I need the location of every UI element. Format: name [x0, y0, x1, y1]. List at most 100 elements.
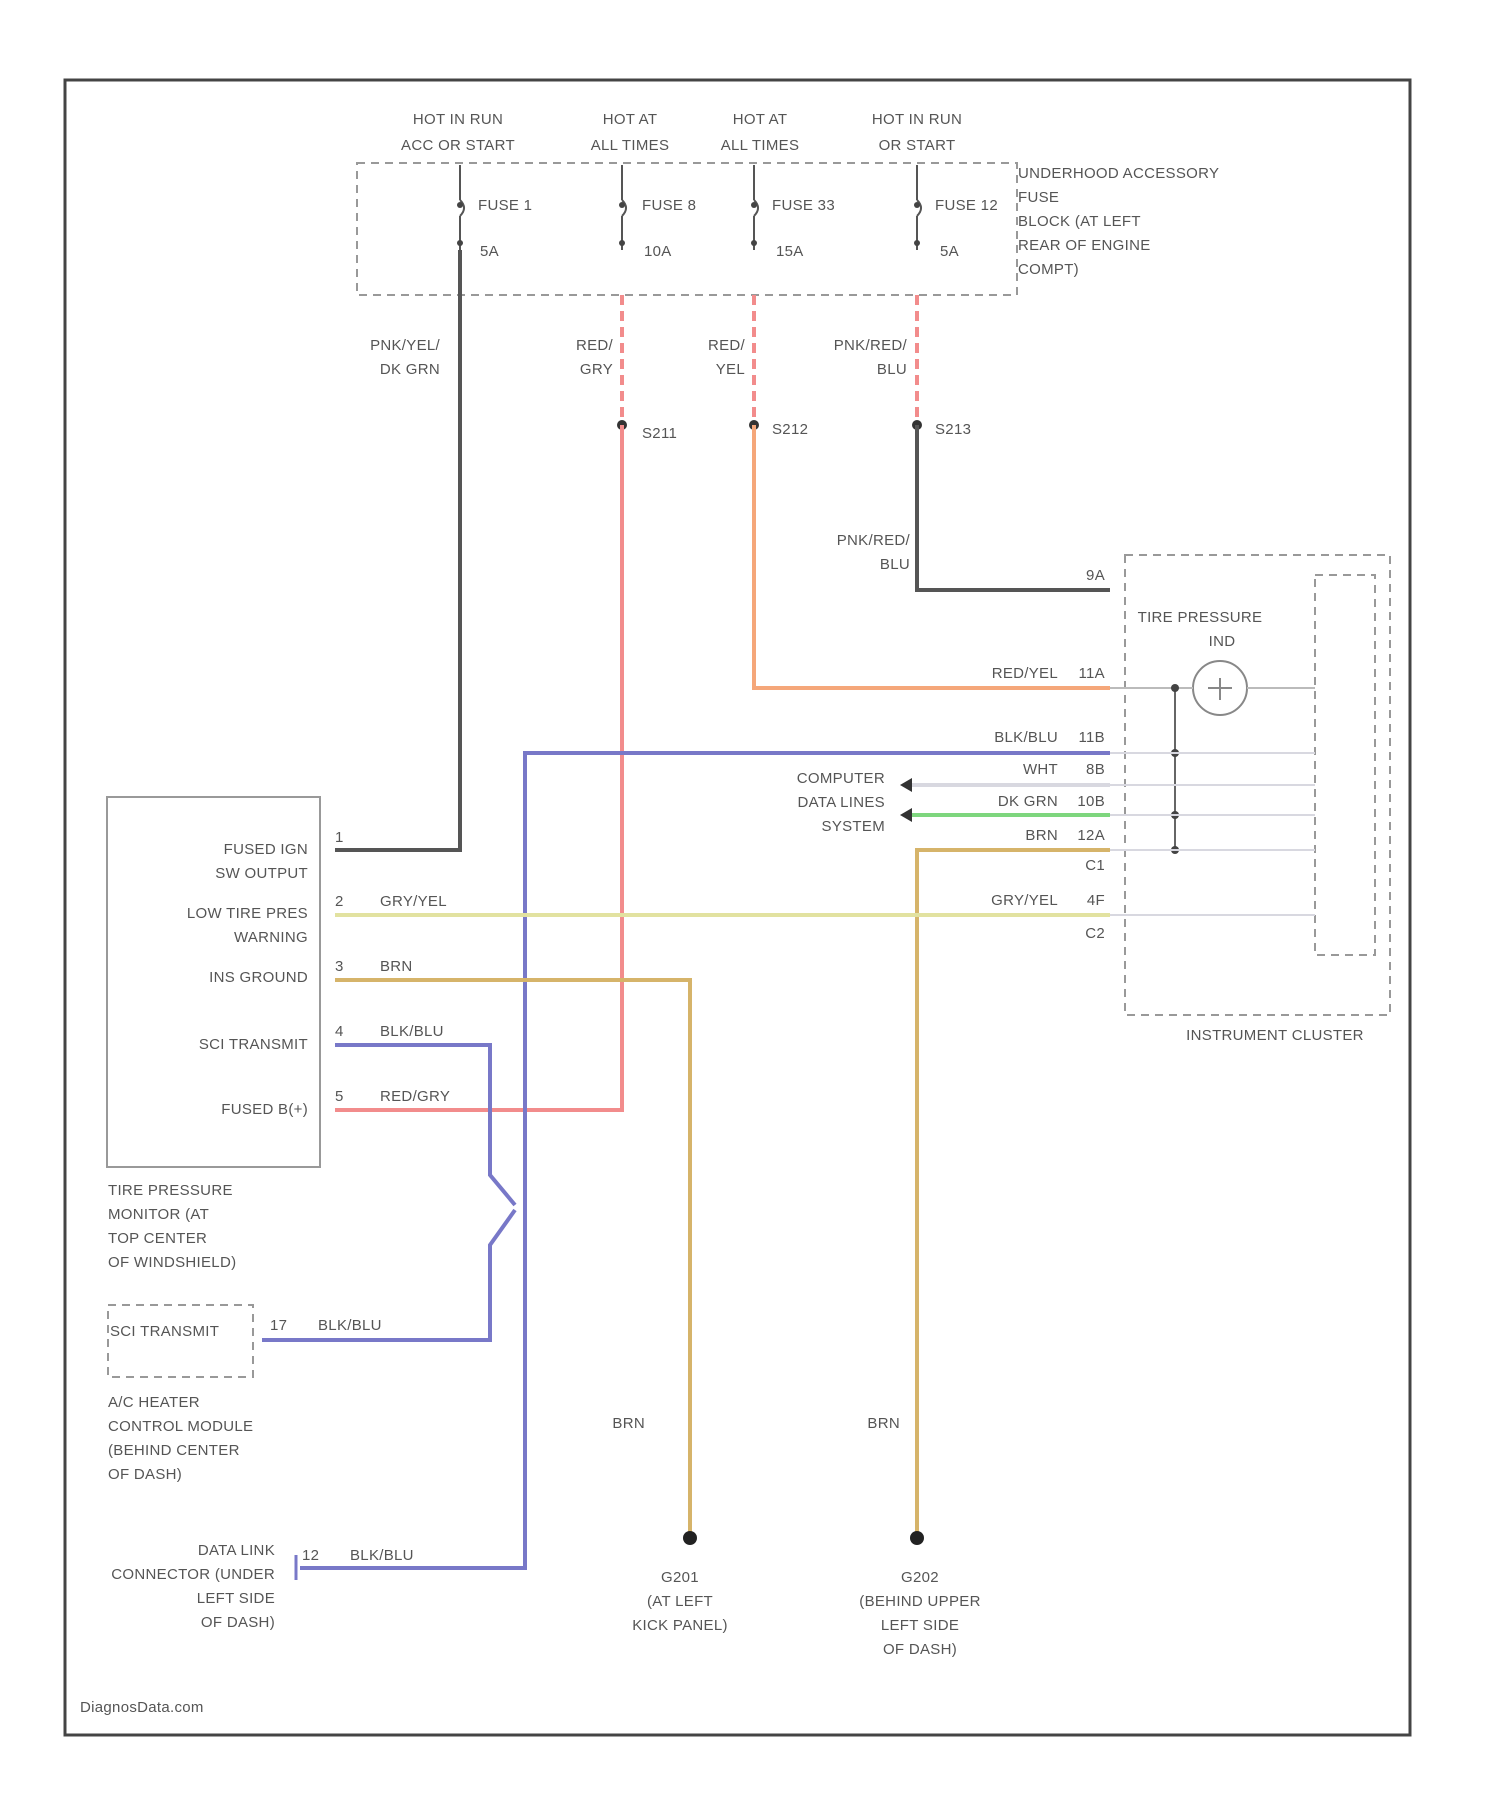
pnk-red-blu-label-2: BLU	[880, 556, 910, 573]
tpm-pin2-label-1: LOW TIRE PRES	[187, 905, 308, 922]
splice-s211-label: S211	[642, 425, 677, 442]
fuse-block-label-4: REAR OF ENGINE	[1018, 237, 1151, 254]
pnk-red-blu-label-1: PNK/RED/	[837, 532, 911, 549]
wire-pnk-red-blu	[917, 425, 1110, 590]
cluster-pin-4f: 4F	[1087, 892, 1105, 909]
splice-s213-label: S213	[935, 421, 971, 438]
tpm-pin5-wire: RED/GRY	[380, 1088, 450, 1105]
tpm-label-3: TOP CENTER	[108, 1230, 207, 1247]
fuse12-wire-color-2: BLU	[877, 361, 907, 378]
computer-data-label-2: DATA LINES	[798, 794, 885, 811]
ac-heater-pin: 17	[270, 1317, 287, 1334]
wire-blk-blu-ac	[262, 1210, 515, 1340]
fuse33-wire-color-1: RED/	[708, 337, 746, 354]
fuse12-rating: 5A	[940, 243, 959, 260]
tpm-pin1-label-1: FUSED IGN	[224, 841, 308, 858]
fuse-block-label-1: UNDERHOOD ACCESSORY	[1018, 165, 1219, 182]
fuse12-name: FUSE 12	[935, 197, 998, 214]
ac-heater-label-2: CONTROL MODULE	[108, 1418, 253, 1435]
ground-g201-label-2: (AT LEFT	[647, 1593, 713, 1610]
wire-blk-blu-dlc	[300, 753, 1110, 1568]
dlc-pin: 12	[302, 1547, 319, 1564]
wire-blk-blu-tpm	[335, 1045, 515, 1205]
cluster-pin-c1: C1	[1085, 857, 1105, 874]
arrow-left-icon-2	[900, 808, 912, 822]
cluster-inner-module	[1315, 575, 1375, 955]
tpm-pin3-label: INS GROUND	[209, 969, 308, 986]
cluster-wire-brn: BRN	[1025, 827, 1058, 844]
cluster-pin-11a: 11A	[1079, 665, 1105, 682]
tpm-pin2-wire: GRY/YEL	[380, 893, 447, 910]
tpm-pin5-num: 5	[335, 1088, 344, 1105]
dlc-label-4: OF DASH)	[201, 1614, 275, 1631]
tpm-pin4-wire: BLK/BLU	[380, 1023, 444, 1040]
ground-g202-label-1: G202	[901, 1569, 939, 1586]
ac-heater-wire: BLK/BLU	[318, 1317, 382, 1334]
ac-heater-label-1: A/C HEATER	[108, 1394, 200, 1411]
wire-red-gry	[335, 425, 622, 1110]
cluster-pin-12a: 12A	[1077, 827, 1105, 844]
tpm-pin3-wire: BRN	[380, 958, 413, 975]
cluster-pin-8b: 8B	[1086, 761, 1105, 778]
tpm-label-4: OF WINDSHIELD)	[108, 1254, 236, 1271]
ground-g202-label-3: LEFT SIDE	[881, 1617, 959, 1634]
fuse1-name: FUSE 1	[478, 197, 532, 214]
cluster-wire-wht: WHT	[1023, 761, 1058, 778]
ground-g202-label-4: OF DASH)	[883, 1641, 957, 1658]
fuse12-wire-color-1: PNK/RED/	[834, 337, 908, 354]
watermark: DiagnosData.com	[80, 1699, 204, 1716]
tpm-pin1-label-2: SW OUTPUT	[215, 865, 308, 882]
fuse1-wire-color-1: PNK/YEL/	[370, 337, 440, 354]
ground-g201-label-1: G201	[661, 1569, 699, 1586]
ground-g201-label-3: KICK PANEL)	[632, 1617, 728, 1634]
arrow-left-icon	[900, 778, 912, 792]
fuse8-wire-color-1: RED/	[576, 337, 614, 354]
fuse33-wire-color-2: YEL	[716, 361, 745, 378]
fuse33-rating: 15A	[776, 243, 804, 260]
ac-heater-label-4: OF DASH)	[108, 1466, 182, 1483]
fuse-12	[914, 165, 921, 250]
fuse33-condition-1: HOT AT	[733, 111, 788, 128]
fuse1-condition-2: ACC OR START	[401, 137, 515, 154]
ac-heater-label-3: (BEHIND CENTER	[108, 1442, 240, 1459]
tpm-pin3-num: 3	[335, 958, 344, 975]
fuse1-wire-color-2: DK GRN	[380, 361, 440, 378]
tpm-pin4-label: SCI TRANSMIT	[199, 1036, 308, 1053]
wire-brn-g201	[335, 980, 690, 1538]
ground-g201-wire: BRN	[612, 1415, 645, 1432]
ground-g201-icon	[683, 1531, 697, 1545]
computer-data-label-1: COMPUTER	[797, 770, 885, 787]
dlc-label-1: DATA LINK	[198, 1542, 275, 1559]
fuse-33	[751, 165, 758, 250]
fuse-block-label-5: COMPT)	[1018, 261, 1079, 278]
ground-g202-wire: BRN	[867, 1415, 900, 1432]
dlc-wire: BLK/BLU	[350, 1547, 414, 1564]
tpm-pin2-num: 2	[335, 893, 344, 910]
fuse8-rating: 10A	[644, 243, 672, 260]
tpm-label-2: MONITOR (AT	[108, 1206, 209, 1223]
fuse33-name: FUSE 33	[772, 197, 835, 214]
tpm-pin4-num: 4	[335, 1023, 344, 1040]
ground-g202-icon	[910, 1531, 924, 1545]
ground-g202-label-2: (BEHIND UPPER	[859, 1593, 980, 1610]
cluster-pin-11b: 11B	[1079, 729, 1105, 746]
ac-heater-module	[108, 1305, 253, 1377]
fuse12-condition-1: HOT IN RUN	[872, 111, 962, 128]
fuse-8	[619, 165, 626, 250]
fuse-block-label-3: BLOCK (AT LEFT	[1018, 213, 1141, 230]
fuse12-condition-2: OR START	[879, 137, 956, 154]
fuse33-condition-2: ALL TIMES	[721, 137, 800, 154]
fuse8-wire-color-2: GRY	[580, 361, 613, 378]
instrument-cluster-label: INSTRUMENT CLUSTER	[1186, 1027, 1364, 1044]
cluster-wire-blk-blu: BLK/BLU	[994, 729, 1058, 746]
computer-data-label-3: SYSTEM	[822, 818, 885, 835]
fuse8-condition-1: HOT AT	[603, 111, 658, 128]
fuse-1	[457, 165, 464, 250]
cluster-wire-gry-yel: GRY/YEL	[991, 892, 1058, 909]
cluster-pin-9a: 9A	[1086, 567, 1105, 584]
tpm-pin5-label: FUSED B(+)	[221, 1101, 308, 1118]
dlc-label-2: CONNECTOR (UNDER	[111, 1566, 275, 1583]
cluster-wire-dk-grn: DK GRN	[998, 793, 1058, 810]
fuse-block-label-2: FUSE	[1018, 189, 1059, 206]
